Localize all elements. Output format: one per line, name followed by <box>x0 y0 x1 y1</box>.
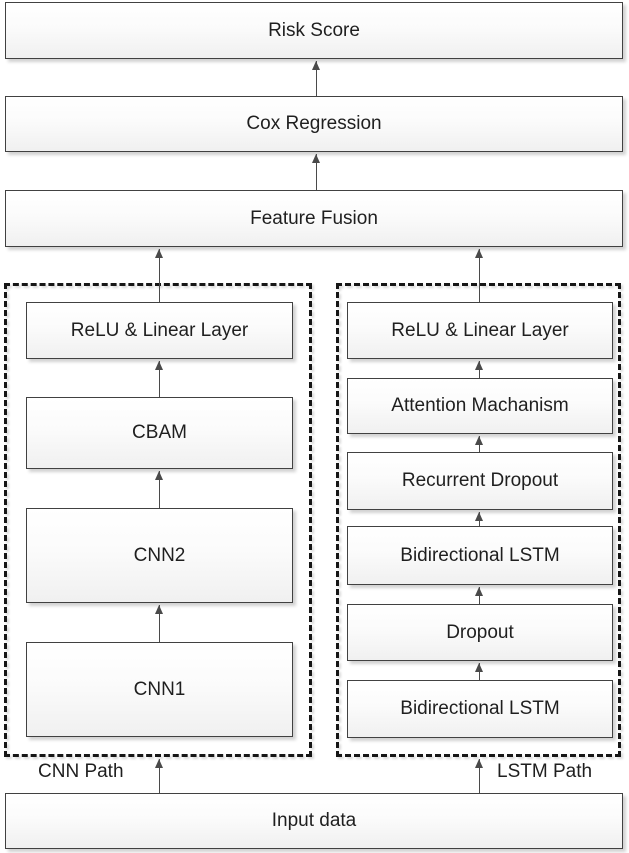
arrow-input-to-lstm-path-icon <box>475 759 483 793</box>
node-dropout: Dropout <box>347 604 613 661</box>
arrow-lstm-relu-to-fusion-icon <box>475 249 483 302</box>
node-feature-fusion: Feature Fusion <box>5 190 623 247</box>
node-bidirectional-lstm-lower: Bidirectional LSTM <box>347 680 613 738</box>
node-dropout-label: Dropout <box>446 621 514 643</box>
node-cnn-relu-linear: ReLU & Linear Layer <box>26 302 293 359</box>
node-attention-mechanism-label: Attention Machanism <box>391 395 569 416</box>
node-bidirectional-lstm-upper: Bidirectional LSTM <box>347 526 613 585</box>
node-input-data: Input data <box>5 793 623 849</box>
arrow-cbam-to-relu-icon <box>155 361 163 397</box>
node-feature-fusion-label: Feature Fusion <box>250 207 378 229</box>
arrow-attention-to-relu-icon <box>475 361 483 378</box>
node-risk-score-label: Risk Score <box>268 19 360 41</box>
node-attention-mechanism: Attention Machanism <box>347 378 613 434</box>
arrow-cnn1-to-cnn2-icon <box>155 605 163 642</box>
node-lstm-relu-linear-label: ReLU & Linear Layer <box>391 319 569 341</box>
node-bidirectional-lstm-upper-label: Bidirectional LSTM <box>400 544 560 566</box>
arrow-recurrent-to-attention-icon <box>475 436 483 452</box>
node-cnn1-label: CNN1 <box>133 678 186 700</box>
arrow-cnn-relu-to-fusion-icon <box>155 249 163 302</box>
arrow-fusion-to-cox-icon <box>312 154 320 190</box>
node-input-data-label: Input data <box>271 810 357 831</box>
node-recurrent-dropout-label: Recurrent Dropout <box>401 470 559 491</box>
arrow-bilstm-to-dropout-icon <box>475 663 483 680</box>
arrow-cnn2-to-cbam-icon <box>155 471 163 508</box>
cnn-path-container <box>4 283 312 757</box>
lstm-path-container <box>336 283 621 757</box>
arrow-input-to-cnn-path-icon <box>155 759 163 793</box>
node-cnn1: CNN1 <box>26 642 293 737</box>
node-cnn-relu-linear-label: ReLU & Linear Layer <box>70 319 249 341</box>
arrow-dropout-to-bilstm-icon <box>475 587 483 604</box>
node-cox-regression-label: Cox Regression <box>246 113 382 134</box>
node-cnn2-label: CNN2 <box>133 544 186 566</box>
node-risk-score: Risk Score <box>5 2 623 59</box>
node-bidirectional-lstm-lower-label: Bidirectional LSTM <box>400 698 560 719</box>
node-cbam-label: CBAM <box>132 422 187 443</box>
arrow-cox-to-risk-icon <box>312 61 320 96</box>
node-cnn2: CNN2 <box>26 508 293 603</box>
node-lstm-relu-linear: ReLU & Linear Layer <box>347 302 613 359</box>
node-recurrent-dropout: Recurrent Dropout <box>347 452 613 510</box>
node-cox-regression: Cox Regression <box>5 96 623 152</box>
node-cbam: CBAM <box>26 397 293 469</box>
cnn-path-label: CNN Path <box>38 761 124 782</box>
lstm-path-label: LSTM Path <box>497 761 593 782</box>
arrow-bilstm-to-recurrent-icon <box>475 512 483 526</box>
